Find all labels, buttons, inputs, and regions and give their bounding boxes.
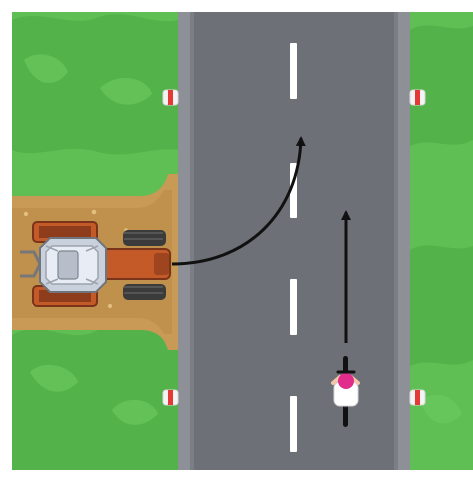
cyclist-helmet: [338, 373, 354, 389]
bicycle-rear-wheel: [343, 405, 348, 427]
roadside-post: [409, 389, 426, 406]
roadside-post: [162, 89, 179, 106]
road-left-curb: [178, 12, 190, 470]
lane-dash: [290, 43, 297, 99]
bicycle-front-wheel: [343, 356, 348, 375]
roadside-post: [162, 389, 179, 406]
tractor-path-arrow: [171, 136, 306, 266]
road-right-curb: [398, 12, 410, 470]
lane-dash: [290, 279, 297, 335]
roadside-posts: [162, 89, 426, 406]
grass-right: [410, 12, 473, 470]
tractor: [20, 221, 171, 307]
cyclist: [331, 356, 360, 427]
lane-dash: [290, 396, 297, 452]
roadside-post: [409, 89, 426, 106]
